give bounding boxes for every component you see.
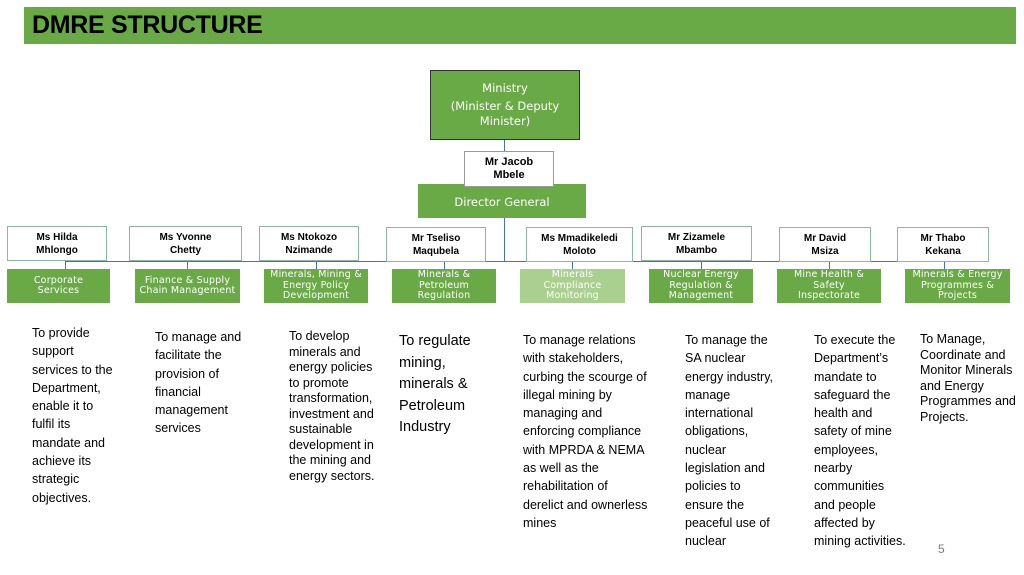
unit-box: Minerals & Petroleum Regulation [392,269,496,303]
page-number: 5 [938,542,945,556]
unit-description: To manage relations with stakeholders, c… [523,333,648,530]
unit-description: To develop minerals and energy policies … [289,329,375,483]
connector-unit-8 [944,261,945,269]
connector-unit-1 [65,261,66,269]
connector-dg-bus [504,218,505,261]
director-general-box: Director General [418,184,586,218]
director-general-label: Director General [454,195,550,209]
unit-head-name: Mr Tseliso Maqubela [386,227,486,262]
unit-box: Minerals & Energy Programmes & Projects [905,269,1010,303]
unit-box: Minerals, Mining & Energy Policy Develop… [264,269,368,303]
ministry-box: Ministry (Minister & Deputy Minister) [430,70,580,140]
unit-description: To provide support services to the Depar… [32,326,113,505]
unit-description: To manage the SA nuclear energy industry… [685,333,774,549]
unit-head-name: Mr Zizamele Mbambo [641,226,752,261]
unit-box: Finance & Supply Chain Management [135,269,240,303]
unit-box: Minerals Compliance Monitoring [520,269,625,303]
connector-unit-2 [187,261,188,269]
unit-description: To manage and facilitate the provision o… [155,330,242,436]
connector-unit-7 [829,261,830,269]
unit-description: To regulate mining, minerals & Petroleum… [399,333,471,435]
unit-head-name: Ms Ntokozo Nzimande [259,226,359,261]
unit-description: To execute the Department’s mandate to s… [814,333,906,549]
unit-head-name: Mr David Msiza [779,227,871,262]
unit-description: To Manage, Coordinate and Monitor Minera… [920,332,1016,424]
unit-head-name: Ms Yvonne Chetty [129,226,242,261]
unit-head-name: Ms Hilda Mhlongo [7,226,107,261]
unit-head-name: Ms Mmadikeledi Moloto [526,227,633,262]
page-title: DMRE STRUCTURE [32,11,263,39]
ministry-sublabel: (Minister & Deputy Minister) [450,99,560,128]
unit-box: Corporate Services [7,269,110,303]
title-bar: DMRE STRUCTURE [24,7,1016,44]
unit-head-name: Mr Thabo Kekana [897,227,989,262]
connector-unit-6 [701,261,702,269]
unit-box: Mine Health & Safety Inspectorate [777,269,881,303]
ministry-label: Ministry [482,81,528,95]
connector-bus [65,261,944,262]
director-general-name: Mr Jacob Mbele [464,151,554,187]
unit-box: Nuclear Energy Regulation & Management [649,269,753,303]
connector-unit-3 [316,261,317,269]
connector-unit-5 [572,261,573,269]
connector-unit-4 [444,261,445,269]
